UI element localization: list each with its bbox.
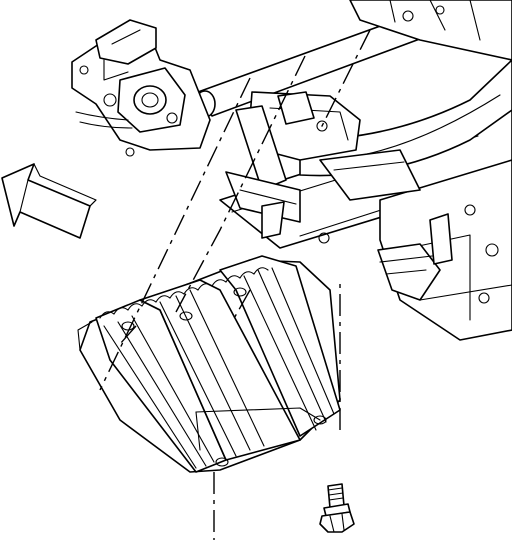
front-direction-arrow-icon	[1, 163, 97, 239]
skid-plate-shield	[77, 255, 341, 473]
mount-bracket-center	[225, 91, 453, 301]
mounting-bolt-icon	[319, 483, 355, 533]
alignment-leader-lines	[99, 29, 371, 540]
engine-mount-bracket	[71, 19, 211, 157]
